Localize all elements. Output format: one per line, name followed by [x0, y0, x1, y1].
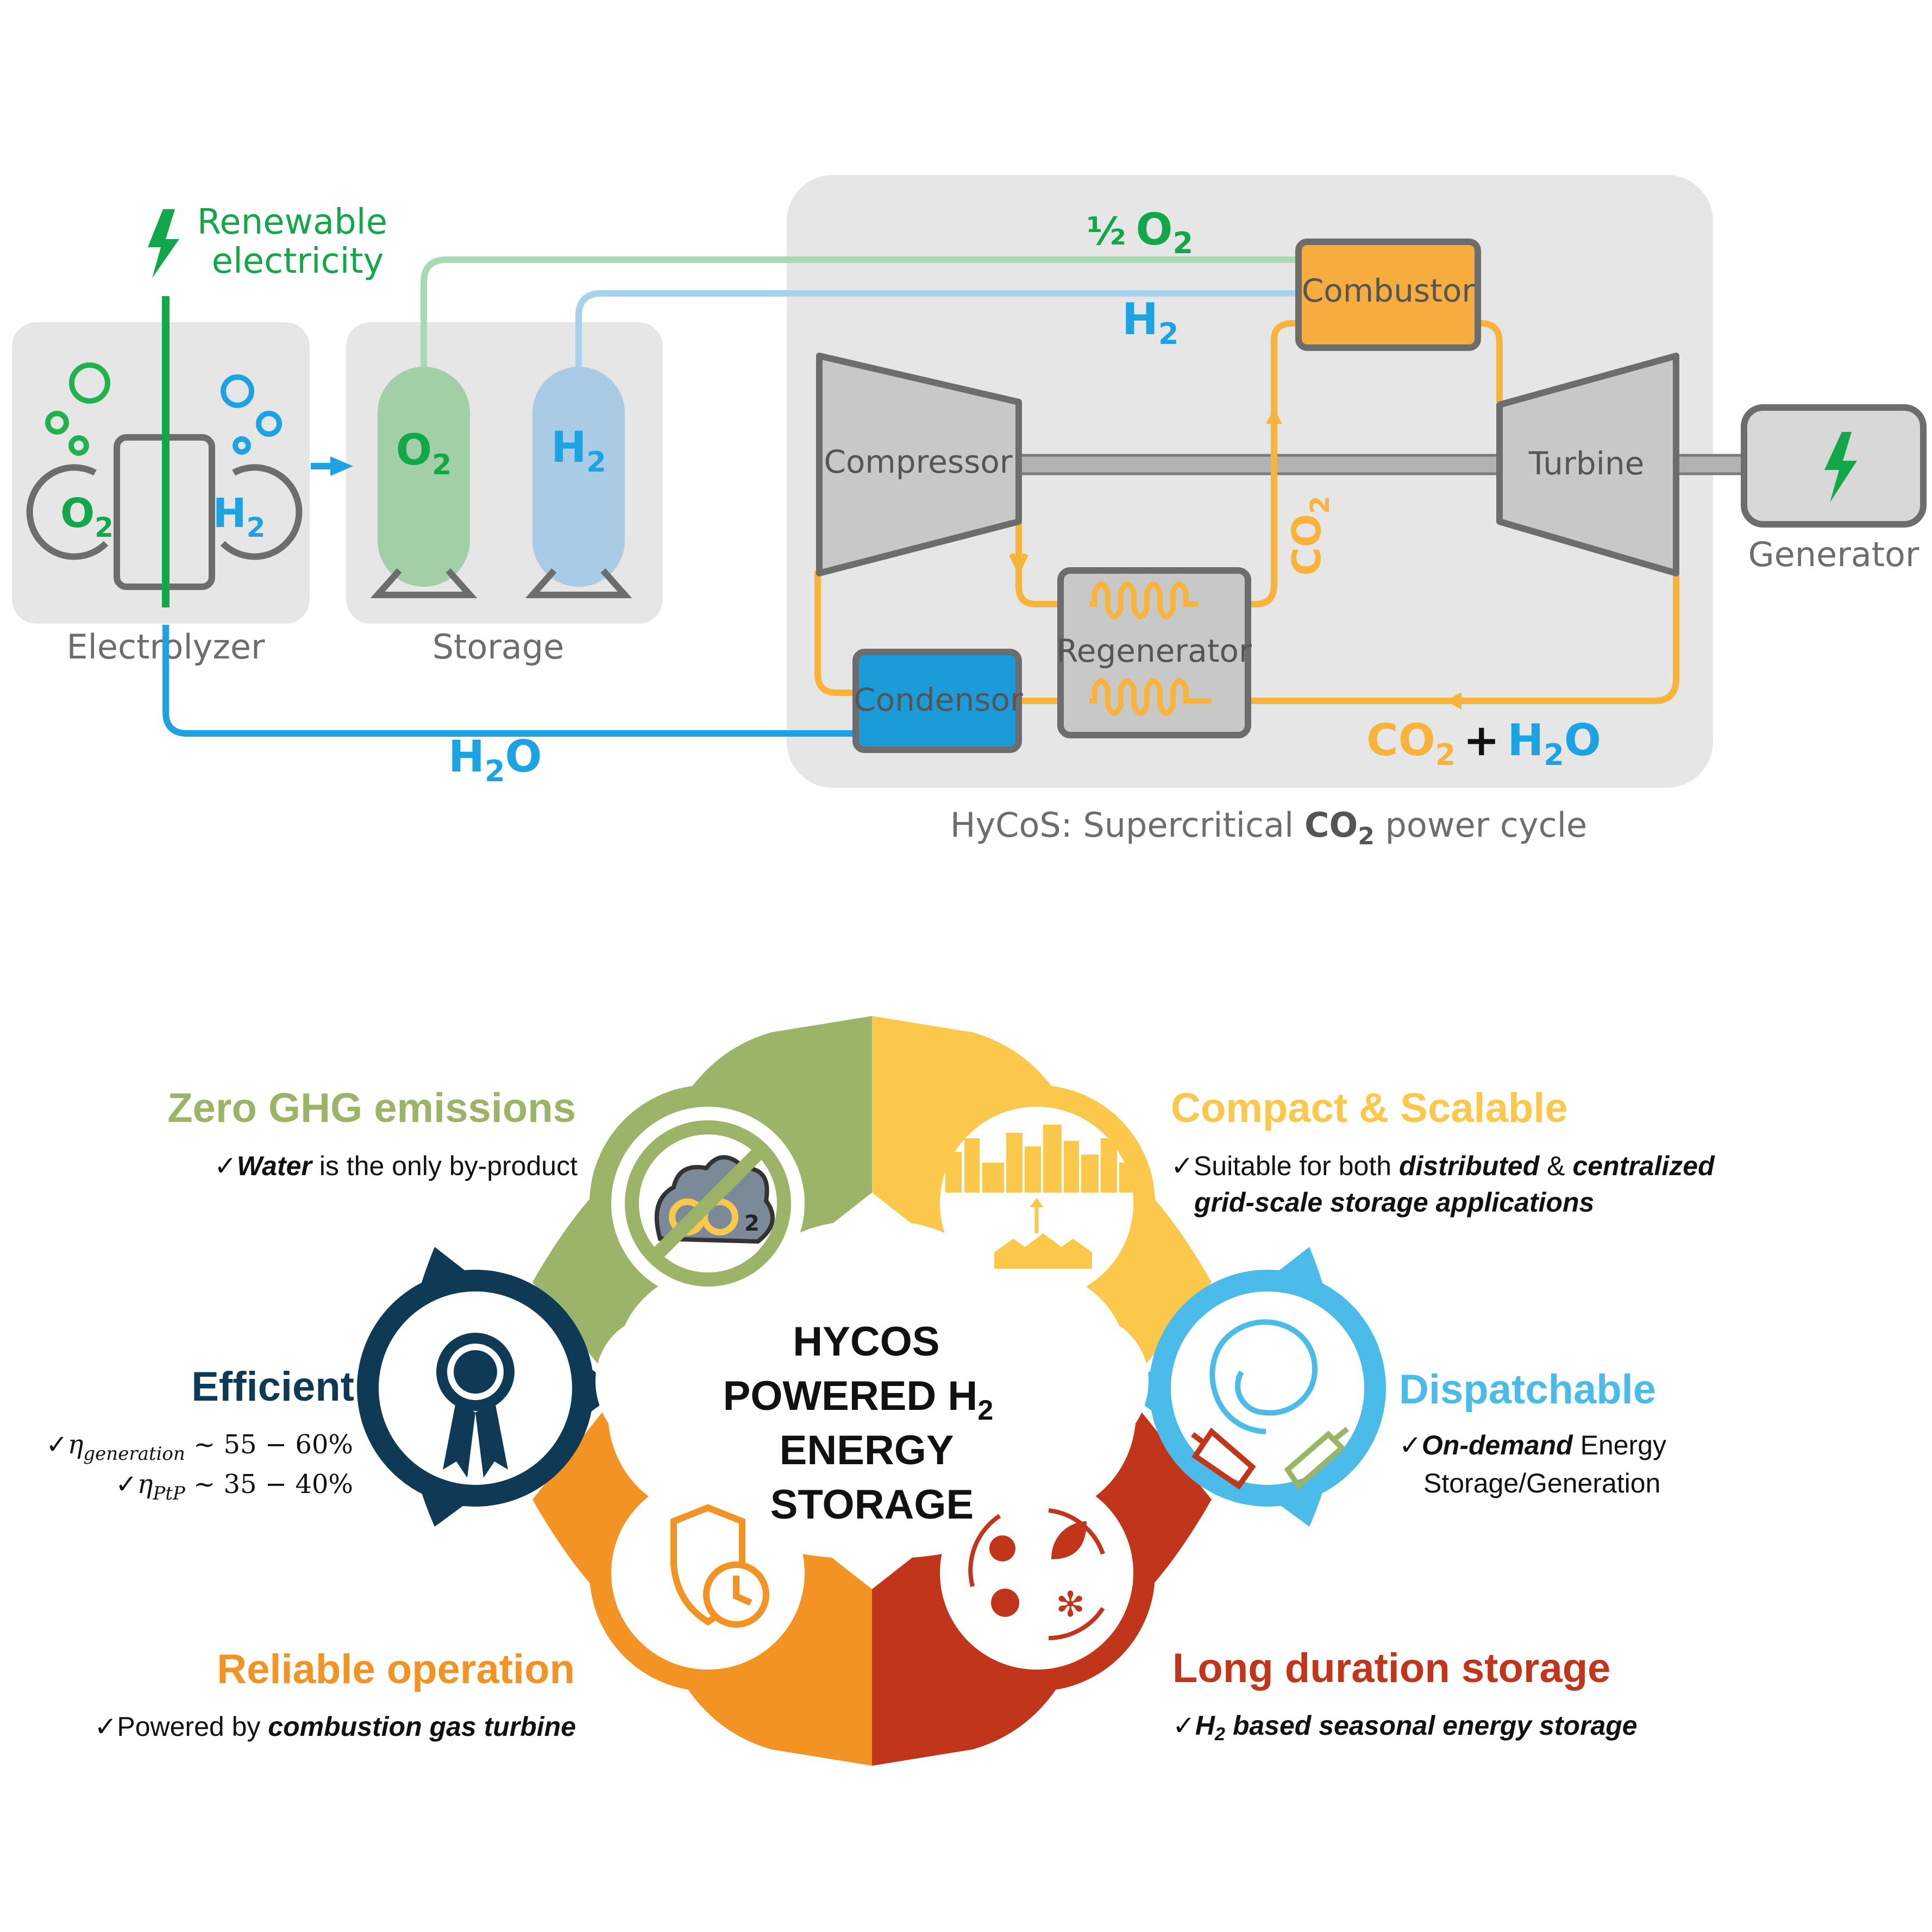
center-cloud	[595, 1220, 1149, 1559]
regen-coil-bottom-icon	[1089, 678, 1212, 716]
lightning-icon	[148, 209, 179, 278]
generator-lightning-icon	[1824, 432, 1857, 503]
storage-label: Storage	[432, 627, 564, 667]
h2-pipe	[575, 290, 1299, 369]
arrow-head-icon	[330, 456, 353, 476]
cycle-panel	[787, 175, 1713, 788]
feature-zero-desc: ✓Water is the only by-product	[214, 1151, 578, 1181]
h2-tank	[532, 367, 625, 587]
h2-tank-stand	[525, 568, 632, 598]
turbine	[1496, 353, 1679, 576]
seasons-icon: ✻	[968, 1508, 1105, 1640]
electrolyzer-o2: O2	[60, 490, 114, 543]
feature-long-desc: ✓H2 based seasonal energy storage	[1172, 1710, 1638, 1745]
feature-efficient-eta2: ✓ηPtP ~ 35 − 40%	[115, 1469, 353, 1504]
co2-loop	[814, 320, 1679, 704]
feature-reliable-desc: ✓Powered by combustion gas turbine	[94, 1711, 576, 1742]
feature-efficient-title: Efficient	[191, 1364, 354, 1410]
feature-reliable: Reliable operation ✓Powered by combustio…	[94, 1646, 576, 1742]
feature-zero: Zero GHG emissions ✓Water is the only by…	[167, 1085, 578, 1181]
feature-efficient: Efficient ✓ηgeneration ~ 55 − 60% ✓ηPtP …	[46, 1364, 354, 1504]
h2-bubbles-icon	[221, 374, 282, 455]
combustor	[1295, 239, 1481, 351]
o2-tank-label: O2	[396, 426, 452, 481]
feature-reliable-title: Reliable operation	[217, 1646, 575, 1692]
feature-zero-title: Zero GHG emissions	[167, 1085, 576, 1131]
svg-text:2: 2	[744, 1211, 760, 1236]
exhaust-label: CO2+H2O	[1366, 715, 1601, 772]
flow-arrow-down-icon	[1009, 553, 1028, 576]
o2-bubbles-icon	[45, 362, 110, 456]
feature-dispatch-desc: ✓On-demand Energy	[1399, 1430, 1666, 1460]
shield-clock-icon	[670, 1504, 769, 1628]
co2-rotated-label: CO2	[1284, 496, 1335, 576]
regen-coil-top-icon	[1089, 581, 1198, 619]
feature-compact-desc: ✓Suitable for both distributed & central…	[1171, 1151, 1715, 1181]
condensor	[852, 649, 1022, 753]
feature-compact-title: Compact & Scalable	[1171, 1085, 1568, 1131]
regenerator-label: Regenerator	[1056, 632, 1252, 669]
compressor	[816, 353, 1022, 576]
h2-tank-label: H2	[551, 423, 606, 479]
process-diagram: HyCoS: Supercritical CO2 power cycle Ele…	[12, 175, 1927, 850]
plug-cable-icon	[1191, 1319, 1350, 1490]
feature-long: Long duration storage ✓H2 based seasonal…	[1172, 1645, 1638, 1745]
o2-tank	[378, 367, 470, 587]
compressor-label: Compressor	[824, 443, 1012, 480]
electrolyzer-panel	[12, 322, 310, 624]
o2-pipe	[421, 256, 1299, 369]
combustor-label: Combustor	[1302, 272, 1475, 309]
electrolyzer-h2: H2	[213, 490, 266, 543]
o2-electrode	[26, 464, 109, 560]
feature-dispatch-title: Dispatchable	[1399, 1366, 1656, 1413]
award-ribbon-icon	[436, 1333, 515, 1478]
h2o-label: H2O	[448, 731, 542, 788]
center-title: HYCOS POWERED H2 ENERGY STORAGE	[723, 1319, 1005, 1528]
h2-electrode	[220, 464, 303, 560]
feature-hub: HYCOS POWERED H2 ENERGY STORAGE 2	[46, 1016, 1715, 1766]
flow-arrow-up-icon	[1266, 409, 1282, 424]
h2o-pipe	[162, 625, 856, 737]
feature-compact-desc-2: grid-scale storage applications	[1194, 1187, 1594, 1218]
flow-arrow-left-icon	[1445, 692, 1461, 710]
condensor-label: Condensor	[854, 681, 1023, 718]
feature-dispatch: Dispatchable ✓On-demand Energy Storage/G…	[1399, 1366, 1666, 1498]
o2-tank-stand	[370, 568, 478, 598]
renewable-label: Renewable electricity	[197, 202, 399, 281]
cycle-caption: HyCoS: Supercritical CO2 power cycle	[950, 805, 1587, 850]
feature-compact: Compact & Scalable ✓Suitable for both di…	[1171, 1085, 1715, 1218]
feature-dispatch-desc-2: Storage/Generation	[1423, 1468, 1660, 1498]
city-scale-icon	[945, 1125, 1132, 1269]
generator-label: Generator	[1748, 535, 1920, 574]
feature-long-title: Long duration storage	[1172, 1645, 1610, 1691]
h2-pipe-label: H2	[1122, 294, 1179, 351]
turbine-label: Turbine	[1528, 445, 1645, 482]
svg-text:✻: ✻	[1056, 1585, 1085, 1625]
feature-efficient-eta1: ✓ηgeneration ~ 55 − 60%	[46, 1429, 353, 1465]
no-co2-icon: 2	[625, 1120, 791, 1287]
